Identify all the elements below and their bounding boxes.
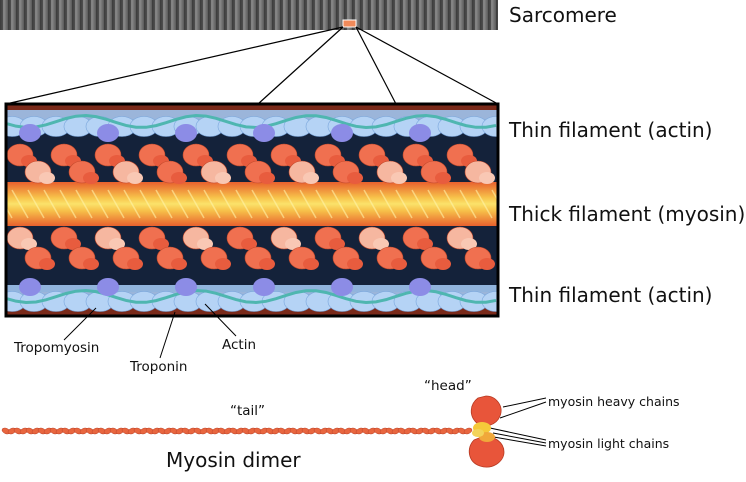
head-label: “head”	[424, 378, 472, 394]
panel-frame	[4, 102, 500, 318]
myosin-tail	[1, 427, 473, 435]
sarcomere-micrograph	[0, 0, 498, 30]
tail-label: “tail”	[230, 403, 266, 419]
filament-panel	[6, 104, 498, 316]
zoom-source-box	[342, 19, 357, 28]
myosin-dimer	[1, 395, 505, 468]
troponin-label: Troponin	[130, 359, 188, 375]
heavy-chains-label: myosin heavy chains	[548, 394, 680, 409]
myosin-heads	[468, 395, 505, 468]
thin-filament-bottom-label: Thin filament (actin)	[509, 283, 713, 307]
zoom-lines	[5, 26, 499, 105]
thin-filament-top-label: Thin filament (actin)	[509, 118, 713, 142]
tropomyosin-label: Tropomyosin	[14, 340, 100, 356]
thick-filament-label: Thick filament (myosin)	[509, 202, 746, 226]
light-chains-label: myosin light chains	[548, 436, 670, 451]
pointer-lines	[63, 303, 547, 447]
sarcomere-label: Sarcomere	[509, 3, 617, 27]
actin-label: Actin	[222, 337, 257, 353]
myosin-dimer-label: Myosin dimer	[166, 448, 301, 472]
